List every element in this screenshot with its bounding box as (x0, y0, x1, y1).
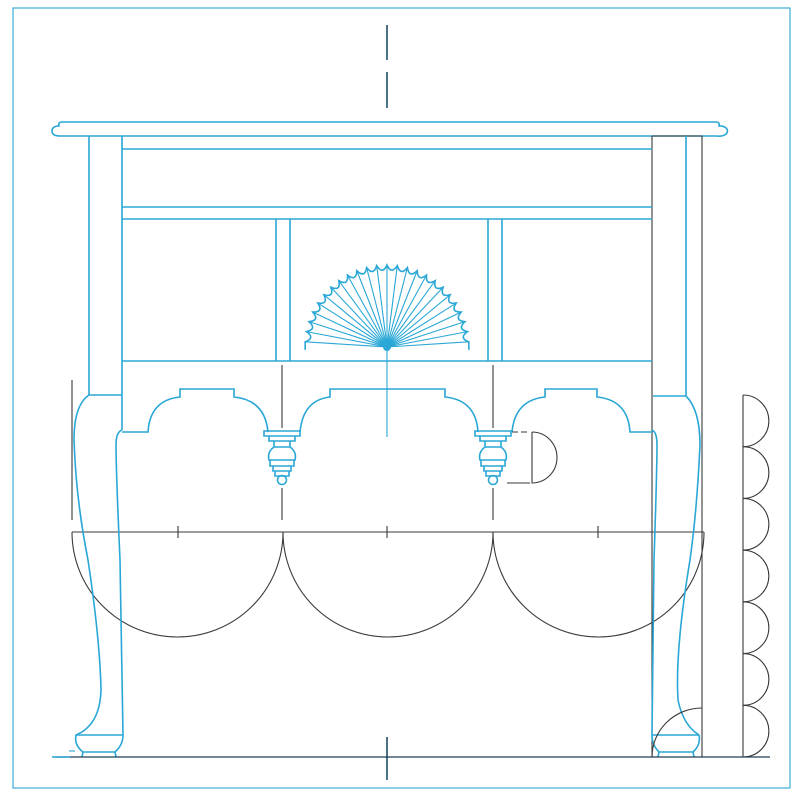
fan-rib (386, 286, 444, 348)
fan-rib (376, 265, 388, 348)
drawing-frame (12, 7, 791, 789)
fan-rib (386, 274, 427, 348)
scallop-arc-left (71, 531, 284, 638)
finial-left (263, 430, 301, 486)
fan-rib (312, 311, 388, 348)
left-leg-stile (88, 136, 123, 430)
fan-rib (305, 341, 388, 348)
fan-rib (338, 280, 388, 348)
drawer-dividers (275, 219, 503, 361)
fan-rib (386, 311, 462, 348)
rails (122, 148, 652, 362)
fan-rib (386, 267, 408, 348)
table-top (51, 121, 729, 137)
fan-rib (386, 302, 457, 348)
fan-rib (386, 265, 398, 348)
fan-rib (317, 302, 388, 348)
fan-rib (330, 286, 388, 348)
side-bead-arc (742, 394, 770, 448)
fan-scalloped-edge (304, 263, 470, 350)
fan-rib (386, 280, 436, 348)
fan-rib (356, 270, 388, 348)
left-cabriole-leg (69, 394, 124, 758)
fan-rib (308, 321, 388, 348)
fan-carving (304, 263, 470, 351)
apron-profile (122, 388, 652, 433)
fan-rib (323, 294, 388, 348)
finial-construction-lines (71, 365, 494, 520)
fan-rib (306, 331, 388, 348)
fan-rib (366, 267, 388, 348)
side-bead-arc (742, 601, 770, 655)
finial-right (474, 430, 512, 486)
fan-rib (386, 331, 468, 348)
side-bead-arc (742, 497, 770, 551)
side-profile-beads (742, 394, 770, 758)
side-bead-arc (742, 704, 770, 758)
scallop-construction (71, 526, 705, 638)
right-cabriole-leg (651, 395, 703, 758)
fan-rib (386, 270, 418, 348)
fan-rib (347, 274, 388, 348)
side-bead-arc (742, 446, 770, 499)
side-bead-arc (742, 549, 770, 603)
finial-section-profile (507, 431, 558, 484)
fan-rib (386, 294, 451, 348)
fan-rib (386, 341, 469, 348)
scallop-arc-right (492, 531, 705, 638)
side-bead-arc (742, 653, 770, 706)
right-leg-stile (651, 135, 703, 757)
scallop-arc-center (282, 531, 494, 638)
fan-rib (386, 321, 466, 348)
